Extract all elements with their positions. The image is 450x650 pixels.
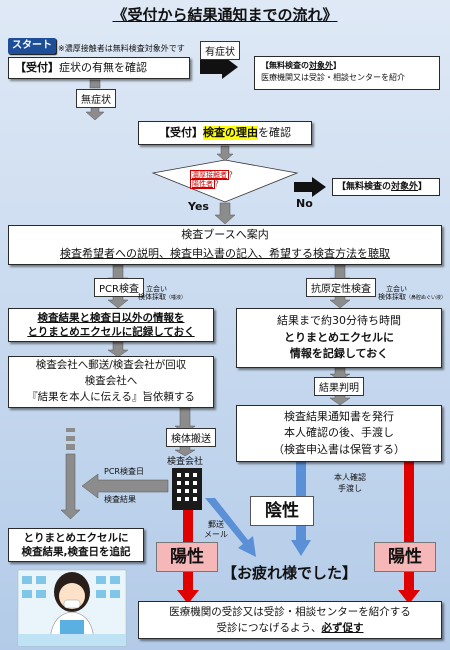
antigen-label: 抗原定性検査 [306, 278, 376, 297]
reception-box: 【受付】症状の有無を確認 [8, 57, 190, 79]
arrow-down-1 [89, 79, 101, 89]
arrow-right-symptom [200, 55, 238, 79]
final-box: 医療機関の受診又は受診・相談センターを紹介する 受診につなげるよう、必ず促す [138, 601, 442, 639]
symptom-outside-box: 【無料検査の対象外】 医療機関又は受診・相談センターを紹介 [254, 56, 440, 90]
arrow-down-yes [214, 202, 236, 225]
no-label: No [296, 197, 313, 210]
decision-text: 濃厚接触者？ 陽性者？ [190, 170, 236, 190]
identity-label: 本人確認 手渡し [334, 473, 366, 494]
reception-text: 症状の有無を確認 [59, 61, 147, 74]
arrow-negative-left [205, 498, 256, 557]
notice-box: 検査結果通知書を発行 本人確認の後、手渡し （検査申込書は保管する） [236, 405, 442, 462]
result-label: 結果判明 [314, 377, 364, 396]
no-symptom-label: 無症状 [76, 89, 116, 108]
pcr-box: 検査結果と検査日以外の情報を とりまとめエクセルに記録しておく [8, 308, 214, 342]
building-icon [172, 468, 202, 510]
excel-box: とりまとめエクセルに 検査結果,検査日を追記 [8, 528, 144, 562]
positive-right-box: 陽性 [374, 542, 436, 572]
lab-company-label: 検査会社 [167, 457, 204, 467]
symptom-yes-label: 有症状 [200, 41, 240, 60]
thanks-text: 【お疲れ様でした】 [222, 564, 358, 582]
arrow-right-no [294, 177, 326, 197]
start-badge: スタート [8, 38, 56, 54]
specimen-label: 検体搬送 [166, 428, 216, 447]
left-column-dashes [66, 428, 75, 450]
pcr-label: PCR検査 [94, 278, 144, 297]
arrow-left-result [81, 473, 169, 499]
yes-label: Yes [188, 200, 209, 213]
decision-diamond [151, 159, 299, 203]
start-note: ※濃厚接触者は無料検査対象外です [58, 44, 185, 53]
booth-box: 検査ブースへ案内 検査希望者への説明、検査申込書の記入、希望する検査方法を聴取 [8, 225, 442, 265]
free-outside-box: 【無料検査の対象外】 [332, 178, 440, 196]
positive-left-box: 陽性 [156, 542, 218, 572]
pharmacist-illustration [17, 569, 127, 647]
mail-label: 郵送 メール [204, 520, 228, 540]
pcr-witness: 立会い 検体採取（唾液） [138, 285, 187, 302]
antigen-box: 結果まで約30分待ち時間 とりまとめエクセルに 情報を記録しておく [236, 308, 442, 368]
negative-box: 陰性 [250, 496, 314, 526]
pcr-day-label: PCR検査日 [104, 467, 144, 476]
reception-tag: 【受付】 [15, 61, 59, 74]
reception2-box: 【受付】検査の理由を確認 [138, 121, 312, 145]
antigen-witness: 立会い 検体採取（鼻腔ぬぐい液） [378, 285, 447, 302]
arrow-positive-right [398, 462, 420, 604]
test-result-label: 検査結果 [104, 495, 136, 504]
reason-highlight: 検査の理由 [203, 125, 258, 141]
page-title: 《受付から結果通知までの流れ》 [112, 6, 338, 24]
lab-box: 検査会社へ郵送/検査会社が回収 検査会社へ 『結果を本人に伝える』旨依頼する [8, 356, 214, 408]
